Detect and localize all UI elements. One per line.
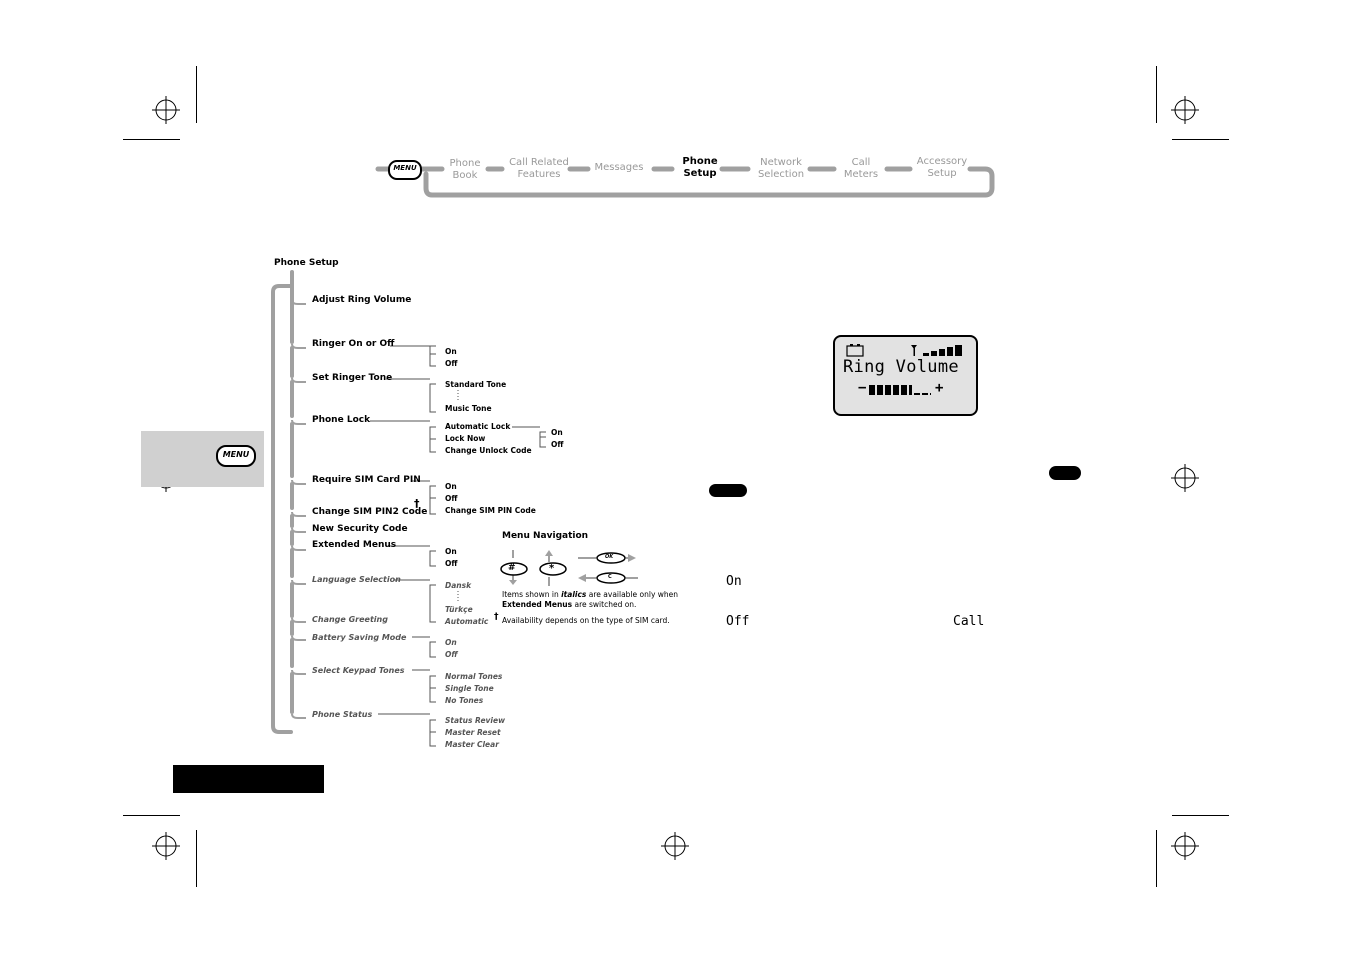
label-off: Off <box>726 614 750 629</box>
lcd-display: Ring Volume − + <box>833 335 978 416</box>
opt-change-sim-pin-code: Change SIM PIN Code <box>445 506 536 515</box>
item-require-sim-pin: Require SIM Card PIN <box>312 475 421 485</box>
item-phone-lock: Phone Lock <box>312 415 371 425</box>
page-number-bar <box>173 765 324 793</box>
opt-automatic: Automatic <box>445 617 489 626</box>
item-new-security-code: New Security Code <box>312 524 408 534</box>
key-badge <box>709 484 747 497</box>
opt-ringer-on: On <box>445 347 457 356</box>
opt-sim-off: Off <box>445 494 458 503</box>
opt-dansk: Dansk <box>445 581 472 590</box>
item-language-selection: Language Selection <box>312 575 401 584</box>
opt-normal-tones: Normal Tones <box>445 672 503 681</box>
battery-icon <box>846 344 864 357</box>
opt-sim-on: On <box>445 482 457 491</box>
crop-line-br-v <box>1156 830 1157 887</box>
lcd-minus: − <box>858 380 867 396</box>
menu-key-label: MENU <box>393 164 417 172</box>
item-battery-saving-mode: Battery Saving Mode <box>312 633 407 642</box>
item-change-greeting: Change Greeting <box>312 615 388 624</box>
opt-master-clear: Master Clear <box>445 740 499 749</box>
ok-key-icon <box>596 552 626 564</box>
opt-standard-tone: Standard Tone <box>445 380 507 389</box>
opt-single-tone: Single Tone <box>445 684 494 693</box>
dagger-note-mark: † <box>494 612 499 622</box>
crosshair-icon <box>1171 464 1199 492</box>
dagger-mark: † <box>414 497 420 510</box>
side-menu-key-icon: MENU <box>216 445 256 467</box>
hash-key-icon <box>500 562 528 576</box>
item-phone-status: Phone Status <box>312 710 373 719</box>
item-extended-menus: Extended Menus <box>312 540 397 550</box>
opt-music-tone: Music Tone <box>445 404 492 413</box>
opt-lock-now: Lock Now <box>445 434 486 443</box>
lcd-plus: + <box>935 380 944 396</box>
opt-battery-off: Off <box>445 650 458 659</box>
item-adjust-ring-volume: Adjust Ring Volume <box>312 295 412 305</box>
crosshair-icon <box>152 96 180 124</box>
nav-messages[interactable]: Messages <box>594 162 644 173</box>
crosshair-icon <box>1171 832 1199 860</box>
item-ringer-on-off: Ringer On or Off <box>312 339 395 349</box>
opt-change-unlock-code: Change Unlock Code <box>445 446 532 455</box>
opt-master-reset: Master Reset <box>445 728 501 737</box>
opt-no-tones: No Tones <box>445 696 484 705</box>
crop-line-tl-v <box>196 66 197 123</box>
lcd-volume-bar <box>869 385 931 395</box>
opt-turkce: Türkçe <box>445 605 473 614</box>
opt-autolock-on: On <box>551 428 563 437</box>
crop-line-br-h <box>1172 815 1229 816</box>
menu-nav-connectors <box>375 166 995 198</box>
sim-availability-note: Availability depends on the type of SIM … <box>502 616 670 625</box>
crosshair-icon <box>1171 96 1199 124</box>
c-key-icon <box>596 572 626 584</box>
signal-strength-icon <box>911 345 962 356</box>
menu-navigation-title: Menu Navigation <box>502 531 589 541</box>
crop-line-tr-v <box>1156 66 1157 123</box>
volume-level-fill <box>869 385 912 395</box>
item-set-ringer-tone: Set Ringer Tone <box>312 373 393 383</box>
crop-line-tr-h <box>1172 139 1229 140</box>
opt-status-review: Status Review <box>445 716 506 725</box>
tree-root: Phone Setup <box>274 258 339 268</box>
volume-level-rest <box>914 393 931 395</box>
italics-note: Items shown in italics are available onl… <box>502 590 679 609</box>
opt-autolock-off: Off <box>551 440 564 449</box>
star-key-icon <box>539 562 567 576</box>
opt-extended-on: On <box>445 547 457 556</box>
crosshair-icon <box>661 832 689 860</box>
crop-line-tl-h <box>123 139 180 140</box>
crop-line-bl-h <box>123 815 180 816</box>
menu-key-icon[interactable]: MENU <box>388 160 422 180</box>
lcd-status-icons <box>846 344 962 357</box>
label-on: On <box>726 574 742 589</box>
opt-ringer-off: Off <box>445 359 458 368</box>
key-badge <box>1049 466 1081 480</box>
crop-line-bl-v <box>196 830 197 887</box>
opt-automatic-lock: Automatic Lock <box>445 422 511 431</box>
item-change-sim-pin2: Change SIM PIN2 Code <box>312 507 428 517</box>
crosshair-icon <box>152 832 180 860</box>
opt-extended-off: Off <box>445 559 458 568</box>
label-call: Call <box>953 614 985 629</box>
item-select-keypad-tones: Select Keypad Tones <box>312 666 405 675</box>
nav-key-diagram <box>500 550 638 586</box>
lcd-title: Ring Volume <box>843 357 959 377</box>
opt-battery-on: On <box>445 638 457 647</box>
